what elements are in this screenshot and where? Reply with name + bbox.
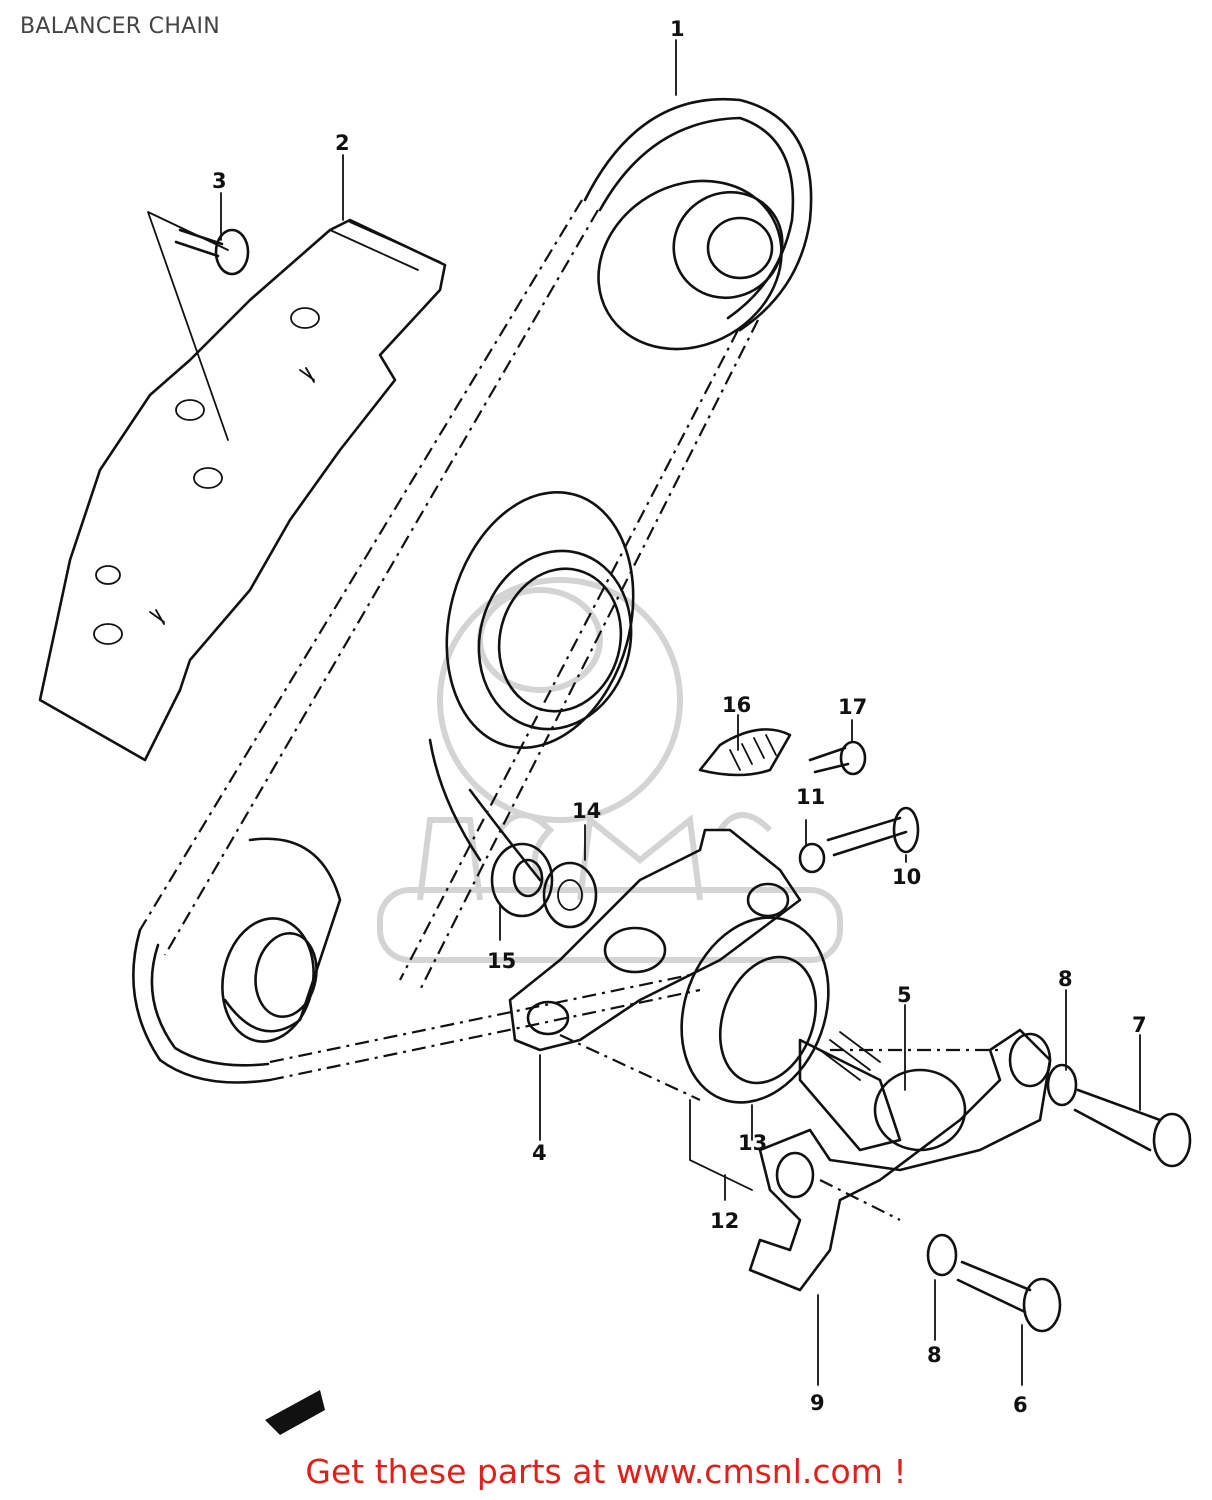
callout-14: 14 [572,799,601,823]
guide-screw [147,211,250,441]
callout-8-lower: 8 [927,1343,942,1367]
chain-guide [38,218,447,762]
bolt-7 [1046,1063,1192,1168]
callout-4: 4 [532,1141,547,1165]
balancer-gear [428,490,635,882]
callout-5: 5 [897,983,912,1007]
callout-11: 11 [796,785,825,809]
callout-8-upper: 8 [1058,967,1073,991]
lower-sprocket [221,837,342,1043]
idler-sprocket [680,916,967,1152]
callout-15: 15 [487,949,516,973]
callout-9: 9 [810,1391,825,1415]
callout-labels: 1 2 3 4 5 6 7 8 8 9 10 11 12 13 14 15 16… [212,17,1147,1417]
callout-16: 16 [722,693,751,717]
callout-1: 1 [670,17,685,41]
footer-link-text: Get these parts at www.cmsnl.com ! [305,1452,907,1491]
callout-3: 3 [212,169,227,193]
bolt-6 [926,1233,1062,1333]
direction-arrow-icon [265,1390,325,1435]
callout-7: 7 [1132,1013,1147,1037]
callout-6: 6 [1013,1393,1028,1417]
leader-lines [220,39,1141,1386]
tensioner-plate [508,828,802,1101]
callout-2: 2 [335,131,350,155]
spring-pin-bolt [698,728,920,874]
page-title: BALANCER CHAIN [20,14,221,39]
upper-sprocket [597,179,784,351]
callout-10: 10 [892,865,921,889]
tensioner-bracket [748,1028,1052,1292]
callout-12: 12 [710,1209,739,1233]
balancer-chain [132,97,813,1084]
callout-13: 13 [738,1131,767,1155]
nut-and-washer [490,842,598,929]
callout-17: 17 [838,695,867,719]
